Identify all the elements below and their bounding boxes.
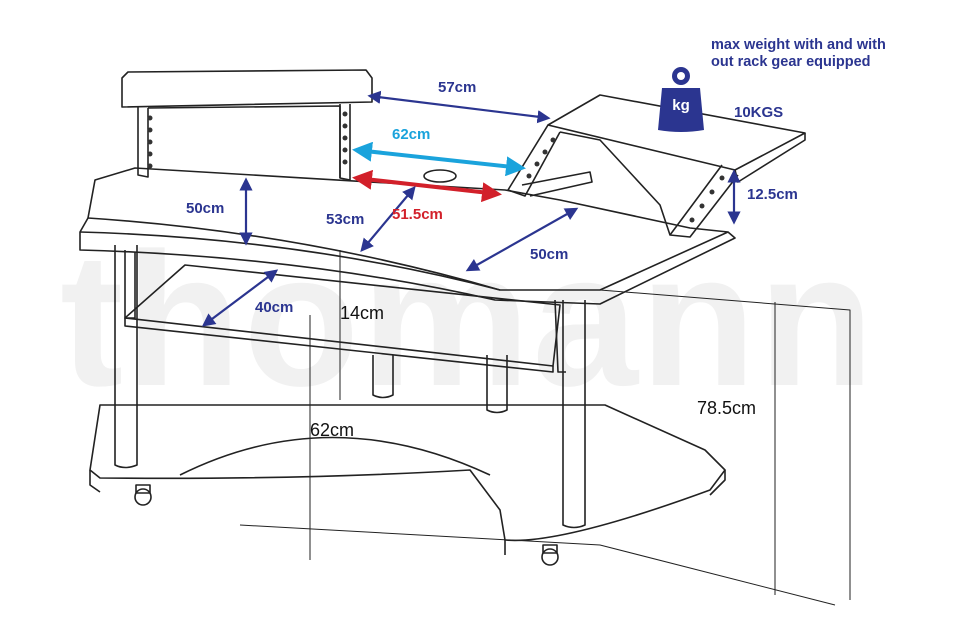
label-57cm: 57cm [438,79,477,96]
cable-hole [423,169,457,183]
arrow-53cm [360,185,416,253]
weight-note: max weight with and with out rack gear e… [711,37,886,70]
weight-icon-label: kg [672,97,690,114]
leg-mid1 [372,355,394,399]
leg-left [114,245,138,469]
arrow-57cm [367,90,551,124]
label-50cm-right: 50cm [530,246,569,263]
label-50cm-left: 50cm [186,200,225,217]
floor-arc [179,436,491,476]
label-62cm-leg: 62cm [310,420,355,440]
arrow-51-5cm-red [352,169,502,203]
left-riser [121,69,373,108]
desk-line-art [79,69,851,606]
rack-screws [147,111,725,223]
floor-base [89,404,726,542]
weight-icon: kg [656,64,706,134]
label-51-5cm: 51.5cm [392,206,443,223]
label-78-5cm: 78.5cm [697,398,757,418]
arrow-62cm-cyan [352,141,526,177]
arrow-50cm-right [465,207,579,272]
arrow-40cm [201,269,279,327]
weight-value: 10KGS [734,104,784,121]
leg-right [562,300,586,529]
label-40cm: 40cm [255,299,294,316]
desk-top [87,167,729,291]
label-62cm-cyan: 62cm [392,126,431,143]
keyboard-tray [124,264,561,367]
label-53cm: 53cm [326,211,365,228]
leg-mid2 [486,355,508,414]
label-14cm: 14cm [340,303,385,323]
label-12-5cm: 12.5cm [747,186,798,203]
dimension-arrows [201,90,741,327]
